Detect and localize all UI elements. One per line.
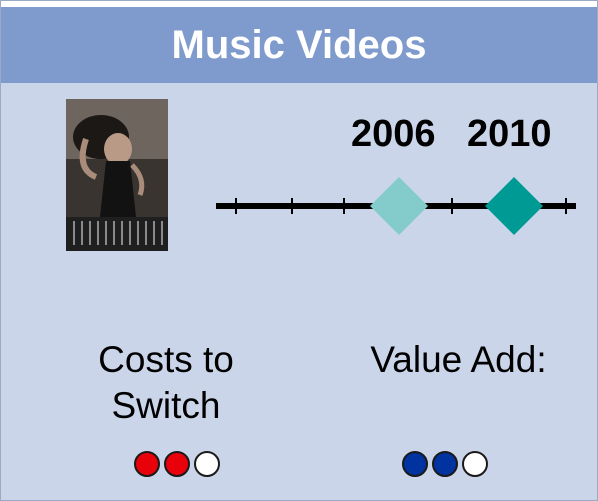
year-2006-label: 2006: [351, 113, 436, 155]
costs-filled-dot: [164, 451, 190, 477]
year-2010-label: 2010: [467, 113, 552, 155]
costs-empty-dot: [194, 451, 220, 477]
timeline-marker-2006: [370, 177, 428, 235]
costs-to-switch-label: Costs to Switch: [71, 337, 261, 430]
value-filled-dot: [402, 451, 428, 477]
performer-photo: [66, 99, 168, 251]
card-title: Music Videos: [1, 7, 597, 83]
value-add-label: Value Add:: [370, 339, 547, 380]
costs-filled-dot: [134, 451, 160, 477]
costs-rating-dots: [134, 451, 220, 477]
card-body: 2006 2010 Costs to Switch Value Add:: [1, 83, 597, 500]
value-rating-dots: [402, 451, 488, 477]
timeline: [216, 177, 576, 235]
value-filled-dot: [432, 451, 458, 477]
timeline-marker-2010: [485, 177, 543, 235]
costs-label-line1: Costs to: [98, 339, 234, 380]
value-empty-dot: [462, 451, 488, 477]
costs-label-line2: Switch: [111, 385, 221, 427]
